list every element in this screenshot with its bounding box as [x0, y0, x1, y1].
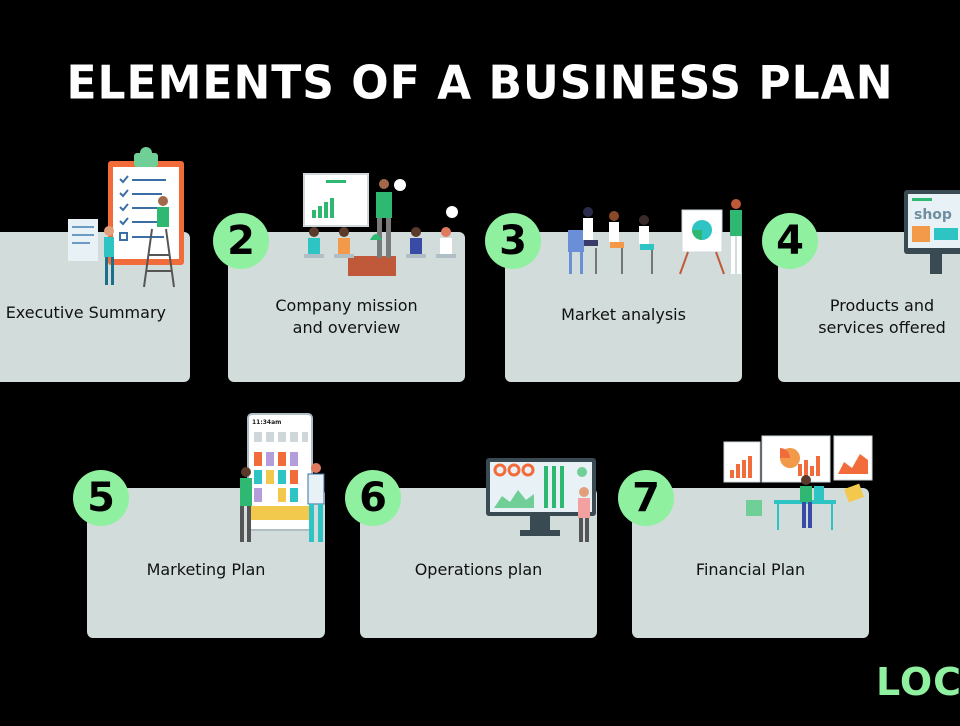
shop-sign-text: shop: [914, 207, 952, 223]
step-badge-2: 2: [213, 213, 269, 269]
step-label-1: Executive Summary: [5, 303, 166, 322]
step-card-4: Products and services offered: [778, 232, 960, 382]
step-badge-5: 5: [73, 470, 129, 526]
page-title: ELEMENTS OF A BUSINESS PLAN: [66, 56, 894, 111]
phone-calendar-illustration: 11:34am: [240, 413, 325, 542]
step-label-5: Marketing Plan: [146, 560, 266, 579]
step-badge-4: 4: [762, 213, 818, 269]
step-label-7: Financial Plan: [695, 560, 806, 579]
company-logo: LOC: [876, 660, 960, 704]
step-label-3: Market analysis: [561, 305, 686, 324]
step-label-6: Operations plan: [414, 560, 543, 579]
market-analysis-illustration: [568, 199, 742, 275]
step-badge-6: 6: [345, 470, 401, 526]
operations-dashboard-illustration: [486, 458, 596, 542]
shop-monitor-illustration: shop: [904, 190, 960, 274]
presentation-meeting-illustration: [303, 173, 458, 276]
step-badge-3: 3: [485, 213, 541, 269]
step-label-4: Products and services offered: [818, 296, 946, 337]
financial-charts-illustration: [723, 435, 873, 530]
step-card-3: Market analysis: [505, 232, 742, 382]
clipboard-checklist-illustration: [68, 147, 184, 288]
phone-time-text: 11:34am: [252, 419, 281, 426]
step-label-2: Company mission and overview: [275, 296, 418, 337]
step-badge-7: 7: [618, 470, 674, 526]
step-card-5: Marketing Plan: [87, 488, 325, 638]
